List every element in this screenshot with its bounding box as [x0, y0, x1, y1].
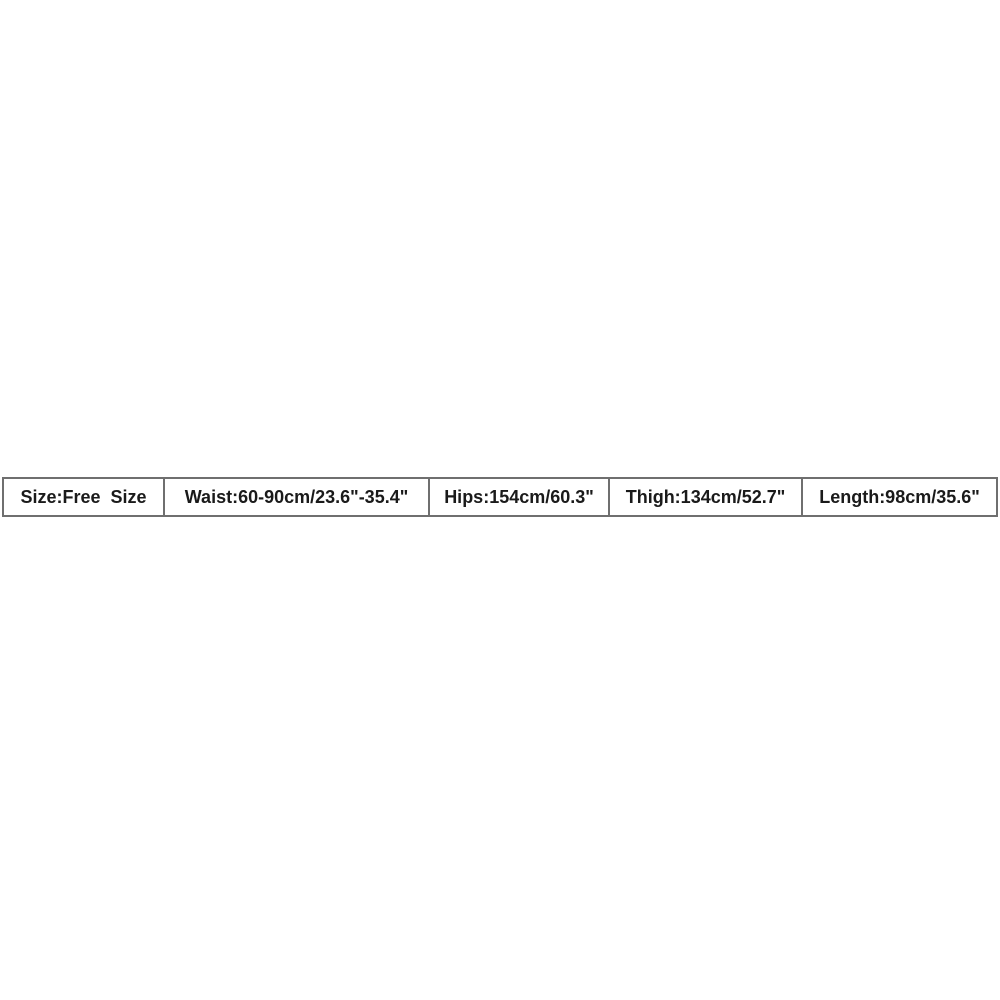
thigh-cell: Thigh:134cm/52.7"	[610, 479, 803, 515]
length-cell: Length:98cm/35.6"	[819, 486, 980, 507]
hips-cell: Hips:154cm/60.3"	[430, 479, 610, 515]
size-chart-table: Size:Free Size Waist:60-90cm/23.6"-35.4"…	[2, 477, 998, 517]
waist-cell: Waist:60-90cm/23.6"-35.4"	[165, 479, 430, 515]
size-cell: Size:Free Size	[4, 479, 165, 515]
